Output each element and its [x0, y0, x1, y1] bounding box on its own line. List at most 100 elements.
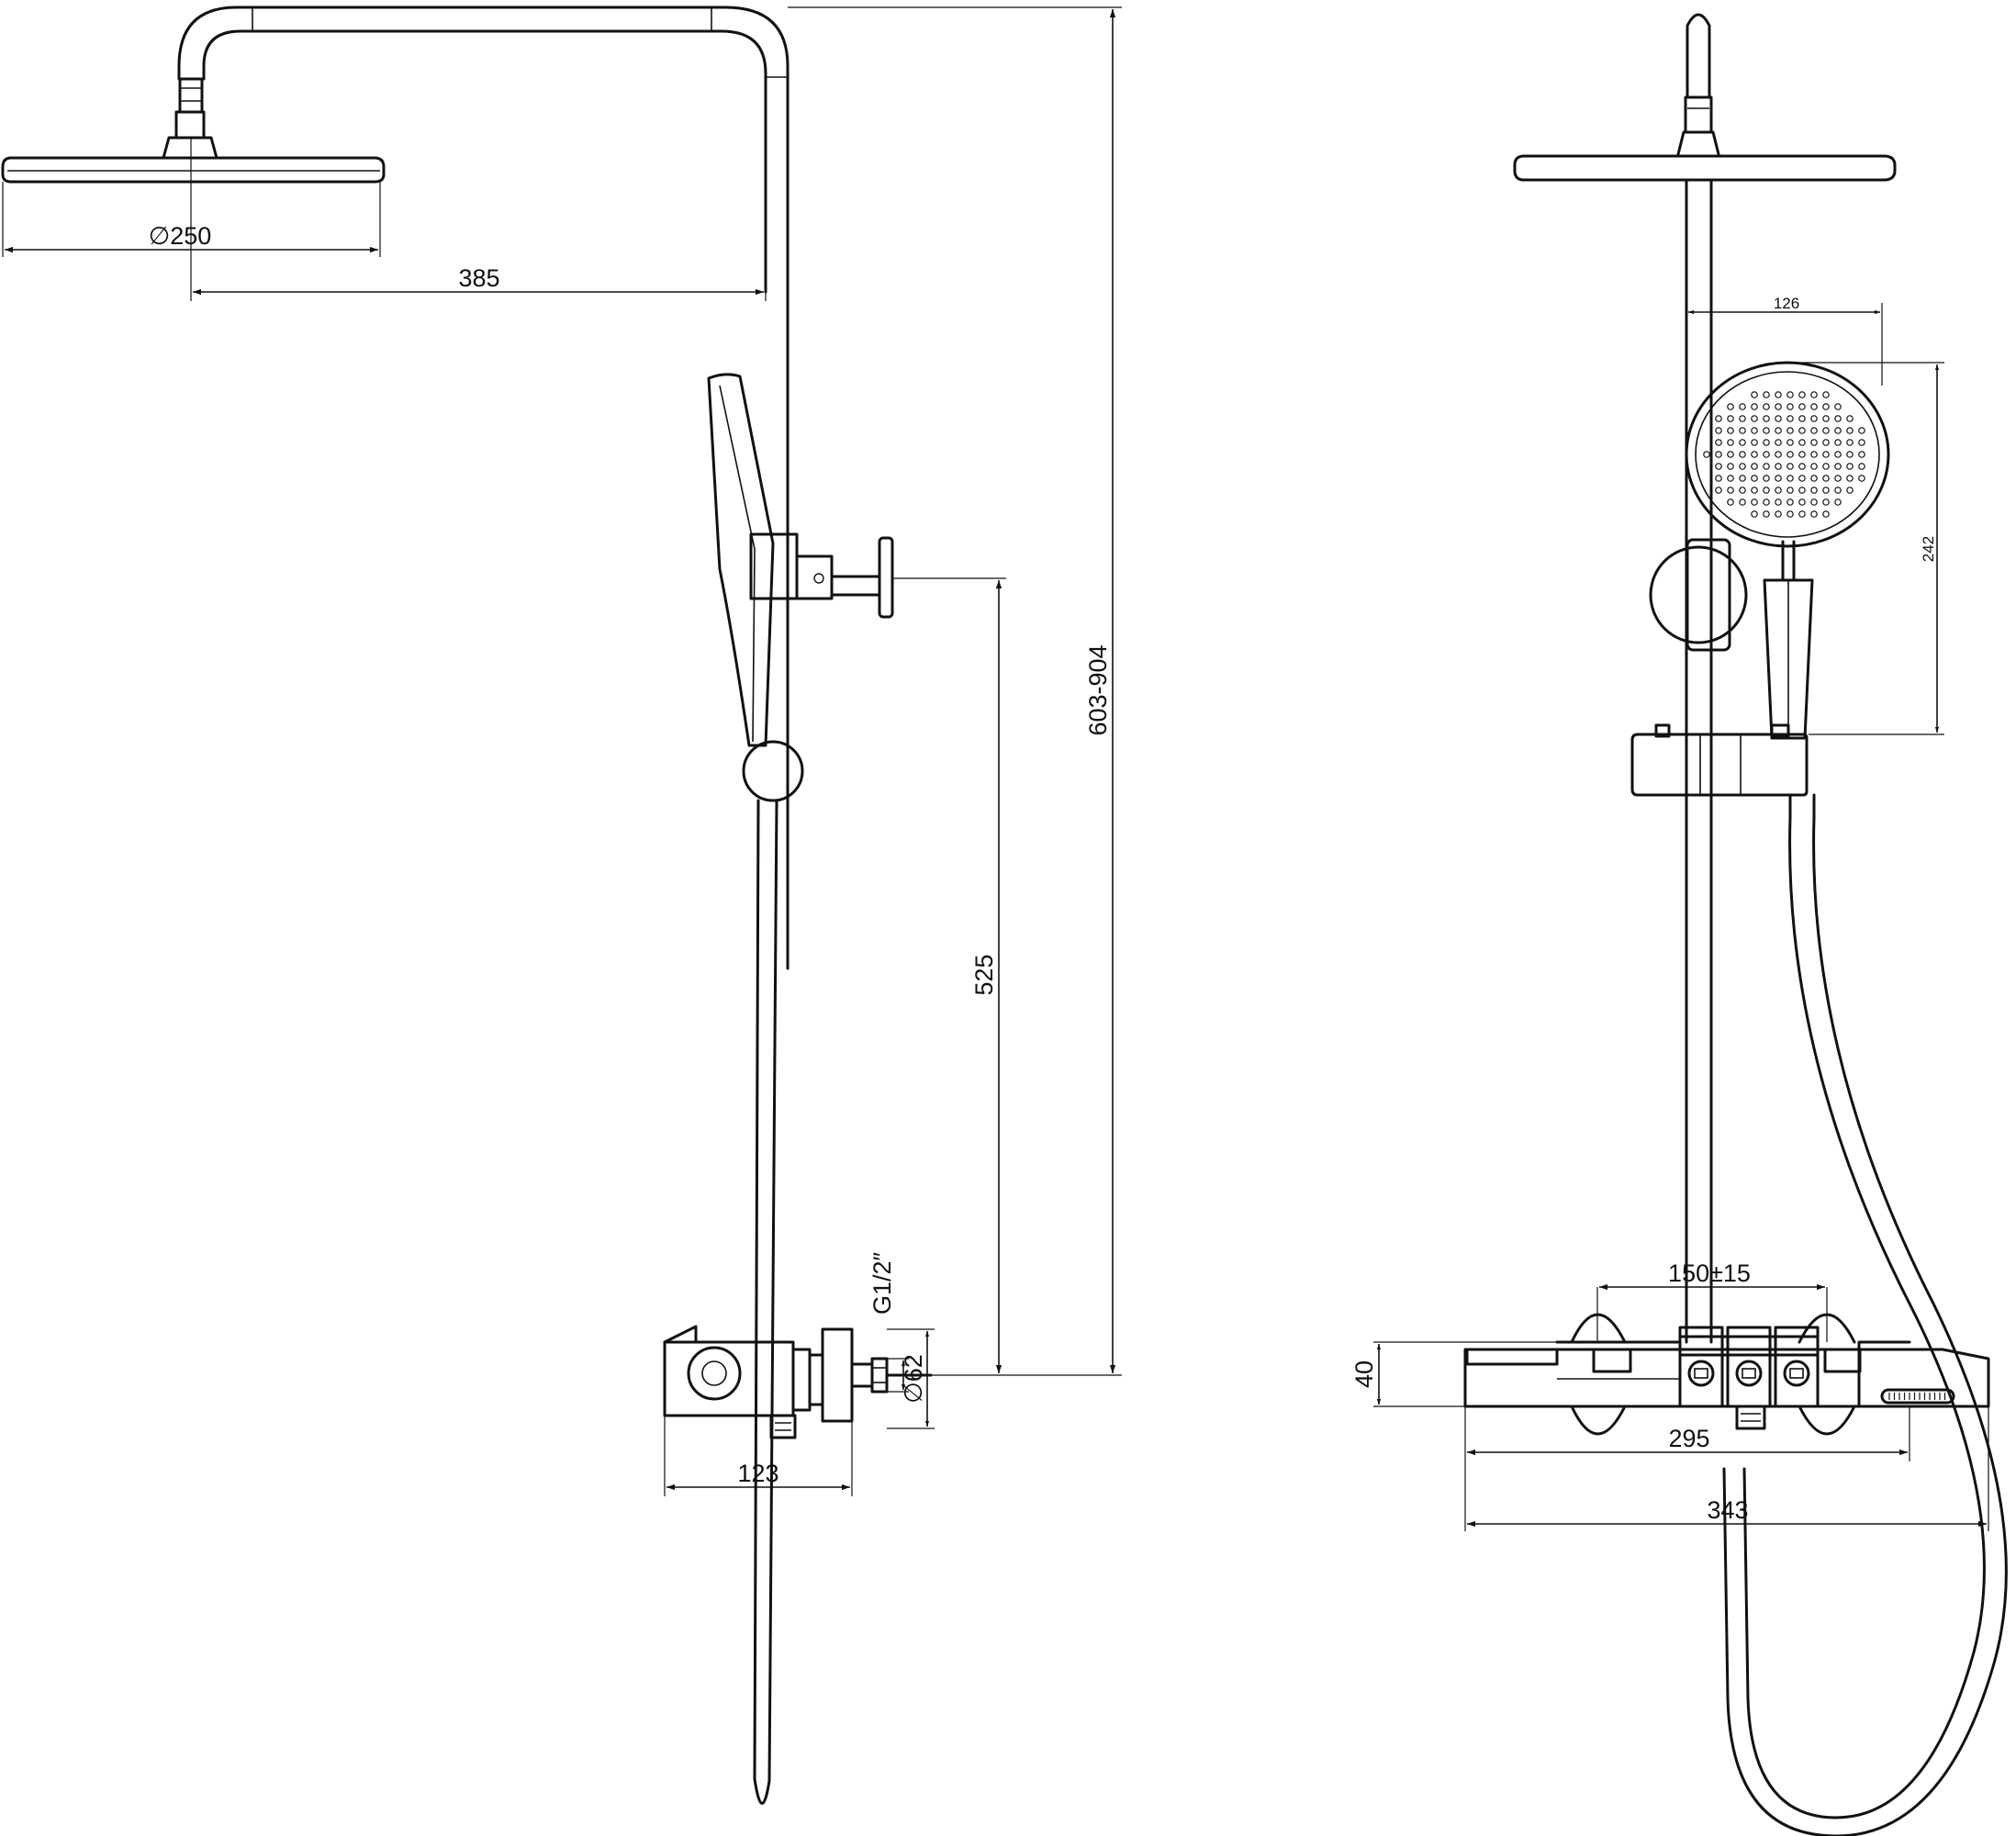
- spray-nozzle: [1810, 463, 1818, 470]
- spray-nozzle-grid: [1703, 391, 1865, 518]
- spray-nozzle: [1751, 510, 1758, 518]
- dim-hand-shower-width: 126: [1774, 295, 1799, 312]
- spray-nozzle: [1810, 451, 1818, 458]
- spray-nozzle: [1751, 451, 1758, 458]
- hose-side: [753, 799, 778, 1805]
- spray-nozzle: [1798, 391, 1806, 398]
- spray-nozzle: [1822, 498, 1830, 506]
- spray-nozzle: [1775, 415, 1782, 422]
- spray-nozzle: [1739, 498, 1746, 506]
- dimensions-front: [1373, 303, 1989, 1531]
- spray-nozzle: [1739, 427, 1746, 434]
- spray-nozzle: [1786, 415, 1794, 422]
- wall-bracket-front: [1649, 538, 1748, 652]
- mixer-body-side: [663, 1325, 933, 1439]
- spray-nozzle: [1846, 451, 1854, 458]
- slider-front: [1630, 723, 1809, 797]
- spray-nozzle: [1834, 439, 1842, 446]
- spray-nozzle: [1846, 439, 1854, 446]
- spray-nozzle: [1763, 451, 1770, 458]
- spray-nozzle: [1715, 475, 1722, 482]
- spray-nozzle: [1786, 439, 1794, 446]
- spray-nozzle: [1846, 415, 1854, 422]
- spray-nozzle: [1727, 439, 1734, 446]
- spray-nozzle: [1786, 427, 1794, 434]
- spray-nozzle: [1763, 391, 1770, 398]
- spray-nozzle: [1763, 415, 1770, 422]
- spray-nozzle: [1822, 475, 1830, 482]
- spray-nozzle: [1727, 463, 1734, 470]
- spray-nozzle: [1834, 475, 1842, 482]
- spray-nozzle: [1822, 415, 1830, 422]
- spray-nozzle: [1822, 391, 1830, 398]
- spray-nozzle: [1846, 475, 1854, 482]
- spray-nozzle: [1739, 475, 1746, 482]
- spray-nozzle: [1810, 391, 1818, 398]
- spray-nozzle: [1727, 475, 1734, 482]
- dim-mixer-depth: 123: [737, 1460, 778, 1487]
- spray-nozzle: [1810, 439, 1818, 446]
- side-view: ∅250 385 603-904 525 G1/2″ ∅62 123: [1, 6, 1122, 1805]
- dim-total-height: 603-904: [1084, 644, 1112, 735]
- control-knob-right: [1783, 1360, 1810, 1387]
- spray-nozzle: [1727, 498, 1734, 506]
- hand-shower-side: [707, 373, 894, 802]
- spray-nozzle: [1763, 403, 1770, 410]
- spray-nozzle: [1751, 463, 1758, 470]
- spray-nozzle: [1739, 451, 1746, 458]
- outlet-grille: [1888, 1393, 1946, 1400]
- spray-nozzle: [1786, 498, 1794, 506]
- dim-body-height: 40: [1350, 1360, 1378, 1388]
- spray-nozzle: [1834, 451, 1842, 458]
- spray-nozzle: [1798, 451, 1806, 458]
- spray-nozzle: [1858, 463, 1865, 470]
- spray-nozzle: [1786, 403, 1794, 410]
- spray-nozzle: [1715, 415, 1722, 422]
- spray-nozzle: [1739, 463, 1746, 470]
- rain-shower-head: [1, 77, 386, 184]
- shower-arm: [177, 6, 790, 970]
- spray-nozzle: [1751, 498, 1758, 506]
- spray-nozzle: [1727, 451, 1734, 458]
- spray-nozzle: [1763, 498, 1770, 506]
- spray-nozzle: [1798, 415, 1806, 422]
- spray-nozzle: [1810, 403, 1818, 410]
- spray-nozzle: [1775, 403, 1782, 410]
- spray-nozzle: [1846, 463, 1854, 470]
- spray-nozzle: [1822, 510, 1830, 518]
- spray-nozzle: [1751, 439, 1758, 446]
- dimensions-side: [2, 6, 1122, 1496]
- spray-nozzle: [1763, 463, 1770, 470]
- spray-nozzle: [1798, 510, 1806, 518]
- spray-nozzle: [1739, 487, 1746, 494]
- spray-nozzle: [1727, 427, 1734, 434]
- spray-nozzle: [1810, 475, 1818, 482]
- spray-nozzle: [1834, 463, 1842, 470]
- spray-nozzle: [1727, 403, 1734, 410]
- spray-nozzle: [1763, 487, 1770, 494]
- spray-nozzle: [1798, 463, 1806, 470]
- spray-nozzle: [1715, 463, 1722, 470]
- spray-nozzle: [1798, 439, 1806, 446]
- spray-nozzle: [1834, 415, 1842, 422]
- control-knob-centre: [1735, 1360, 1763, 1387]
- spray-nozzle: [1727, 487, 1734, 494]
- dim-hand-shower-height: 242: [1920, 536, 1937, 562]
- spray-nozzle: [1834, 498, 1842, 506]
- spray-nozzle: [1739, 415, 1746, 422]
- spray-nozzle: [1822, 451, 1830, 458]
- spray-nozzle: [1727, 415, 1734, 422]
- spray-nozzle: [1858, 439, 1865, 446]
- spray-nozzle: [1775, 463, 1782, 470]
- spray-nozzle: [1798, 498, 1806, 506]
- spray-nozzle: [1822, 463, 1830, 470]
- spray-nozzle: [1834, 403, 1842, 410]
- spray-nozzle: [1858, 451, 1865, 458]
- dim-inlet-centres: 150±15: [1668, 1259, 1751, 1287]
- spray-nozzle: [1822, 403, 1830, 410]
- spray-nozzle: [1715, 487, 1722, 494]
- spray-nozzle: [1822, 487, 1830, 494]
- spray-nozzle: [1786, 510, 1794, 518]
- spray-nozzle: [1775, 427, 1782, 434]
